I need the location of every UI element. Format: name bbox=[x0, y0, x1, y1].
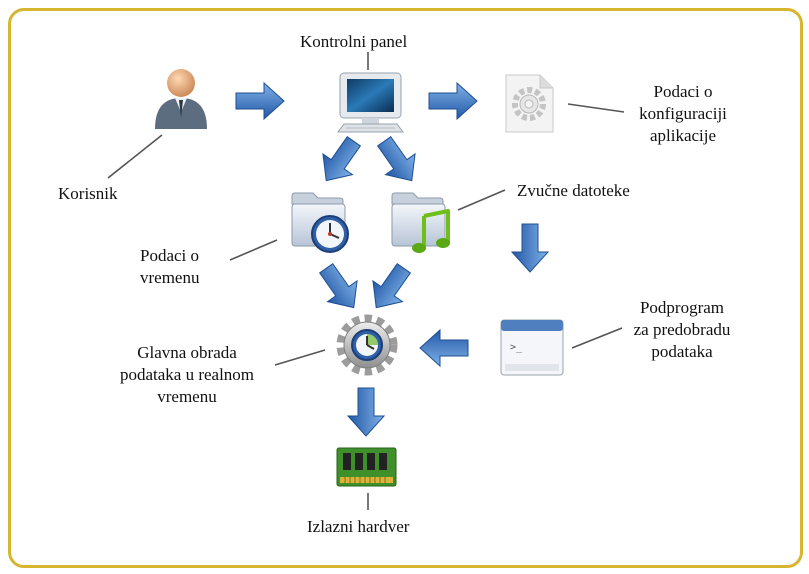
connector-podaci-konfiguraciji bbox=[567, 103, 625, 113]
label-zvucne-datoteke: Zvučne datoteke bbox=[517, 181, 630, 200]
label-podprogram: Podprogram za predobradu podataka bbox=[633, 298, 731, 361]
connector-korisnik bbox=[107, 134, 163, 179]
connector-podaci-vremenu bbox=[229, 239, 278, 261]
arrow-panel-to-time bbox=[310, 130, 370, 192]
arrow-panel-to-config bbox=[428, 82, 478, 120]
gear-clock-icon bbox=[336, 314, 398, 376]
label-podaci-vremenu: Podaci o vremenu bbox=[140, 246, 200, 287]
label-glavna-obrada: Glavna obrada podataka u realnom vremenu bbox=[119, 343, 255, 406]
memory-chip-icon bbox=[336, 447, 397, 487]
user-icon bbox=[155, 69, 207, 129]
arrow-subprogram-to-processing bbox=[419, 329, 469, 367]
connector-zvucne-datoteke bbox=[457, 189, 506, 211]
arrow-audio-to-subprogram bbox=[511, 223, 549, 273]
label-kontrolni-panel: Kontrolni panel bbox=[300, 32, 408, 51]
audio-folder-icon bbox=[391, 192, 450, 253]
arrow-audio-to-processing bbox=[360, 257, 420, 319]
flow-arrows bbox=[235, 82, 549, 437]
arrow-processing-to-hardware bbox=[347, 387, 385, 437]
monitor-icon bbox=[337, 72, 404, 133]
label-korisnik: Korisnik bbox=[58, 184, 118, 203]
diagram-frame bbox=[8, 8, 803, 568]
arrow-user-to-panel bbox=[235, 82, 285, 120]
label-izlazni-hardver: Izlazni hardver bbox=[307, 517, 410, 536]
label-podaci-konfiguraciji: Podaci o konfiguraciji aplikacije bbox=[639, 82, 727, 145]
svg-text:>_: >_ bbox=[510, 342, 523, 353]
arrow-panel-to-audio bbox=[368, 130, 428, 192]
connector-glavna-obrada bbox=[274, 349, 326, 366]
arrow-time-to-processing bbox=[310, 257, 370, 319]
terminal-window-icon: >_ bbox=[500, 319, 564, 376]
time-folder-icon bbox=[291, 192, 349, 253]
connector-podprogram bbox=[571, 327, 623, 349]
connector-lines bbox=[107, 52, 625, 510]
config-file-icon bbox=[505, 74, 554, 133]
